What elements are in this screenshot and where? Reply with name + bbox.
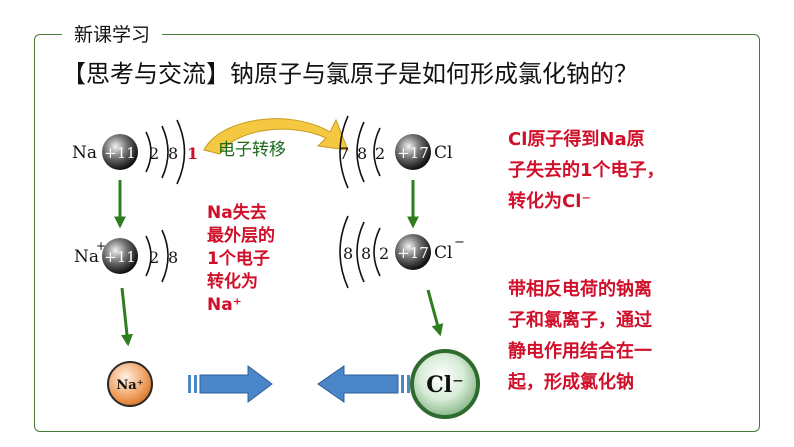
cl-ion: 8 8 2 +17 Cl − <box>339 215 465 289</box>
na-ion-shell-arc <box>145 235 152 277</box>
blue-arrow-tail-bar <box>407 375 410 393</box>
cl-note-line: 转化为Cl⁻ <box>508 191 591 212</box>
section-tab: 新课学习 <box>62 22 163 48</box>
cl-atom-nucleus <box>395 134 431 170</box>
cl-note: Cl原子得到Na原 子失去的1个电子， 转化为Cl⁻ <box>508 124 665 217</box>
na-note: Na失去 最外层的 1个电子 转化为 Na⁺ <box>207 202 275 317</box>
cl-ion-to-ball-arrow <box>426 289 444 337</box>
na-ion-charge: + <box>96 239 106 253</box>
combine-note-line: 静电作用结合在一 <box>508 341 652 362</box>
cl-note-line: 子失去的1个电子， <box>508 160 665 181</box>
combine-note-line: 带相反电荷的钠离 <box>508 279 652 300</box>
combine-note-line: 起，形成氯化钠 <box>508 372 634 393</box>
transfer-label: 电子转移 <box>218 140 286 160</box>
cl-ion-shell-3: 2 <box>379 244 389 263</box>
blue-left-arrow <box>317 365 410 403</box>
na-atom-nucleus-charge: +11 <box>104 144 136 162</box>
na-note-line: 转化为 <box>207 272 258 292</box>
na-atom-shell-3: 1 <box>187 144 198 163</box>
na-ion-nucleus <box>102 238 138 274</box>
na-ion-ball: Na⁺ <box>107 361 153 407</box>
na-atom-shell-arc <box>145 131 152 173</box>
cl-ion-symbol: Cl <box>434 243 452 263</box>
content-frame <box>34 34 760 432</box>
cl-atom-shell-arc <box>373 127 381 177</box>
cl-ball-label: Cl⁻ <box>426 372 463 398</box>
cl-ion-ball: Cl⁻ <box>410 349 480 419</box>
na-ion-shell-arc <box>161 229 169 283</box>
cl-atom-symbol: Cl <box>434 143 452 163</box>
cl-ion-shell-1: 8 <box>343 244 353 263</box>
cl-ion-shell-arc <box>339 215 349 289</box>
na-atom-symbol: Na <box>72 143 97 163</box>
blue-arrow-tail-bar <box>194 375 197 393</box>
na-atom-shell-arc <box>161 125 169 179</box>
na-atom-nucleus <box>102 134 138 170</box>
cl-atom: 7 8 2 +17 Cl <box>339 115 452 189</box>
cl-ion-shell-2: 8 <box>361 244 371 263</box>
na-ion-shell-1: 2 <box>149 248 159 267</box>
cl-ion-nucleus-charge: +17 <box>397 244 429 262</box>
transfer-arrow <box>203 118 349 155</box>
na-ion-nucleus-charge: +11 <box>104 248 136 266</box>
na-ion-shell-2: 8 <box>168 248 178 267</box>
blue-arrow-body <box>317 365 399 403</box>
blue-arrow-tail-bar <box>188 375 191 393</box>
na-ion: Na + +11 2 8 <box>74 229 178 283</box>
na-atom-shell-2: 8 <box>168 144 178 163</box>
cl-ion-shell-arc <box>373 227 381 277</box>
page-title: 【思考与交流】钠原子与氯原子是如何形成氯化钠的？ <box>62 60 638 88</box>
cl-ion-nucleus <box>395 234 431 270</box>
na-ion-to-ball-arrow <box>120 287 133 347</box>
cl-atom-shell-1: 7 <box>339 144 349 163</box>
combine-note: 带相反电荷的钠离 子和氯离子，通过 静电作用结合在一 起，形成氯化钠 <box>508 274 652 398</box>
na-note-line: Na失去 <box>207 203 267 223</box>
electron-transfer: 电子转移 <box>203 118 349 160</box>
cl-note-line: Cl原子得到Na原 <box>508 129 645 150</box>
cl-atom-shell-arc <box>356 121 365 183</box>
na-ion-symbol: Na <box>74 247 99 267</box>
na-note-line: 最外层的 <box>207 226 275 246</box>
na-atom-shell-1: 2 <box>149 144 159 163</box>
na-atom-shell-arc <box>176 119 186 185</box>
na-ball-label: Na⁺ <box>116 378 143 393</box>
cl-atom-nucleus-charge: +17 <box>397 144 429 162</box>
cl-atom-shell-3: 2 <box>375 144 385 163</box>
na-atom: Na +11 2 8 1 <box>72 119 198 185</box>
cl-ion-charge: − <box>454 235 465 250</box>
blue-arrow-body <box>199 365 273 403</box>
blue-arrow-tail-bar <box>401 375 404 393</box>
blue-right-arrow <box>188 365 273 403</box>
cl-atom-shell-arc <box>339 115 349 189</box>
cl-ball-circle <box>410 349 480 419</box>
cl-atom-shell-2: 8 <box>357 144 367 163</box>
na-ball-circle <box>107 361 153 407</box>
combine-note-line: 子和氯离子，通过 <box>508 310 652 331</box>
na-note-line: 1个电子 <box>207 249 270 269</box>
na-note-line: Na⁺ <box>207 295 242 315</box>
cl-ion-shell-arc <box>356 221 365 283</box>
